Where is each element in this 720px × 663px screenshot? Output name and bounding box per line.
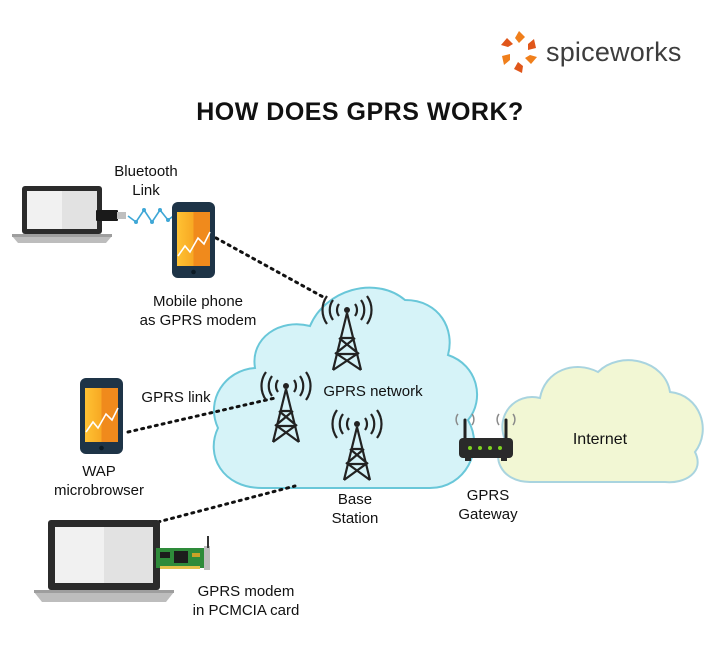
mobile-phone-icon bbox=[172, 202, 215, 278]
tower-icon-top bbox=[321, 295, 373, 371]
wap-label-line1: WAP bbox=[82, 463, 116, 480]
bluetooth-label-line1: Bluetooth bbox=[114, 163, 178, 180]
spiceworks-logo-icon bbox=[501, 31, 537, 73]
gateway-label-line2: Gateway bbox=[458, 506, 518, 523]
bluetooth-label-line2: Link bbox=[132, 182, 160, 199]
gprs-link-label: GPRS link bbox=[141, 389, 211, 406]
tower-icon-left bbox=[260, 371, 312, 443]
spiceworks-brand-name: spiceworks bbox=[546, 36, 682, 67]
wap-phone-icon bbox=[80, 378, 123, 454]
pcmcia-label-line1: GPRS modem bbox=[197, 583, 295, 600]
base-station-label: Base Station bbox=[315, 490, 395, 528]
tower-icon-base-station bbox=[331, 409, 383, 481]
pcmcia-label: GPRS modem in PCMCIA card bbox=[176, 582, 316, 620]
bluetooth-dots bbox=[134, 208, 170, 224]
bluetooth-link-label: Bluetooth Link bbox=[96, 162, 196, 200]
mobile-phone-label: Mobile phone as GPRS modem bbox=[128, 292, 268, 330]
base-station-line1: Base bbox=[337, 491, 373, 508]
gprs-network-label: GPRS network bbox=[323, 383, 423, 400]
spiceworks-logo: spiceworks bbox=[498, 28, 682, 76]
wap-label-line2: microbrowser bbox=[53, 482, 144, 499]
internet-cloud bbox=[497, 359, 704, 484]
mobile-label-line2: as GPRS modem bbox=[139, 312, 257, 329]
gateway-router-icon bbox=[455, 413, 516, 461]
wap-to-network-line bbox=[126, 396, 277, 434]
wap-label: WAP microbrowser bbox=[44, 462, 154, 500]
laptop-pcmcia-icon bbox=[34, 520, 174, 602]
mobile-label-line1: Mobile phone bbox=[152, 293, 244, 310]
pcmcia-to-network-line bbox=[156, 484, 297, 524]
gprs-gateway-label: GPRS Gateway bbox=[448, 486, 528, 524]
gateway-label-line1: GPRS bbox=[466, 487, 510, 504]
internet-label: Internet bbox=[572, 431, 628, 448]
pcmcia-card-icon bbox=[156, 536, 210, 570]
phone-to-network-line bbox=[214, 236, 327, 300]
laptop-bluetooth-icon bbox=[12, 186, 126, 243]
base-station-line2: Station bbox=[331, 510, 379, 527]
pcmcia-label-line2: in PCMCIA card bbox=[192, 602, 300, 619]
diagram-title: HOW DOES GPRS WORK? bbox=[196, 98, 524, 126]
